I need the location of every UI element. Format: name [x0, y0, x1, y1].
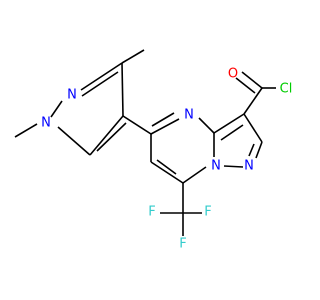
bond [121, 62, 124, 117]
bond [50, 100, 63, 118]
bond [223, 165, 244, 168]
molecule-structure: O Cl N N N N N F F F [14, 49, 292, 252]
bond [14, 123, 38, 138]
bond [122, 115, 152, 135]
bond [248, 143, 255, 157]
nitrogen-atom: N [41, 116, 51, 131]
bond [243, 87, 263, 115]
oxygen-atom: O [228, 67, 238, 82]
bond [121, 49, 145, 64]
bond [156, 159, 177, 175]
bond [151, 112, 175, 127]
chlorine-atom: Cl [280, 82, 293, 97]
fluorine-atom: F [148, 205, 155, 220]
nitrogen-atom: N [184, 108, 194, 123]
nitrogen-atom: N [244, 159, 254, 174]
bond [220, 124, 244, 141]
fluorine-atom: F [204, 205, 211, 220]
nitrogen-atom: N [211, 159, 221, 174]
atom-labels: O Cl N N N N N F F F [41, 67, 292, 252]
bond [57, 126, 91, 156]
bond [89, 115, 124, 156]
bond [182, 166, 207, 184]
bond [150, 161, 184, 184]
bond [150, 118, 180, 135]
bond [80, 62, 123, 91]
bond [198, 117, 215, 134]
bond [235, 77, 256, 94]
bond [96, 122, 127, 152]
bond [255, 141, 263, 159]
bond [213, 113, 245, 134]
bonds [14, 49, 276, 236]
bond [81, 71, 119, 97]
bond [241, 71, 263, 89]
fluorine-atom: F [179, 237, 186, 252]
bond [243, 113, 263, 143]
nitrogen-atom: N [67, 88, 77, 103]
